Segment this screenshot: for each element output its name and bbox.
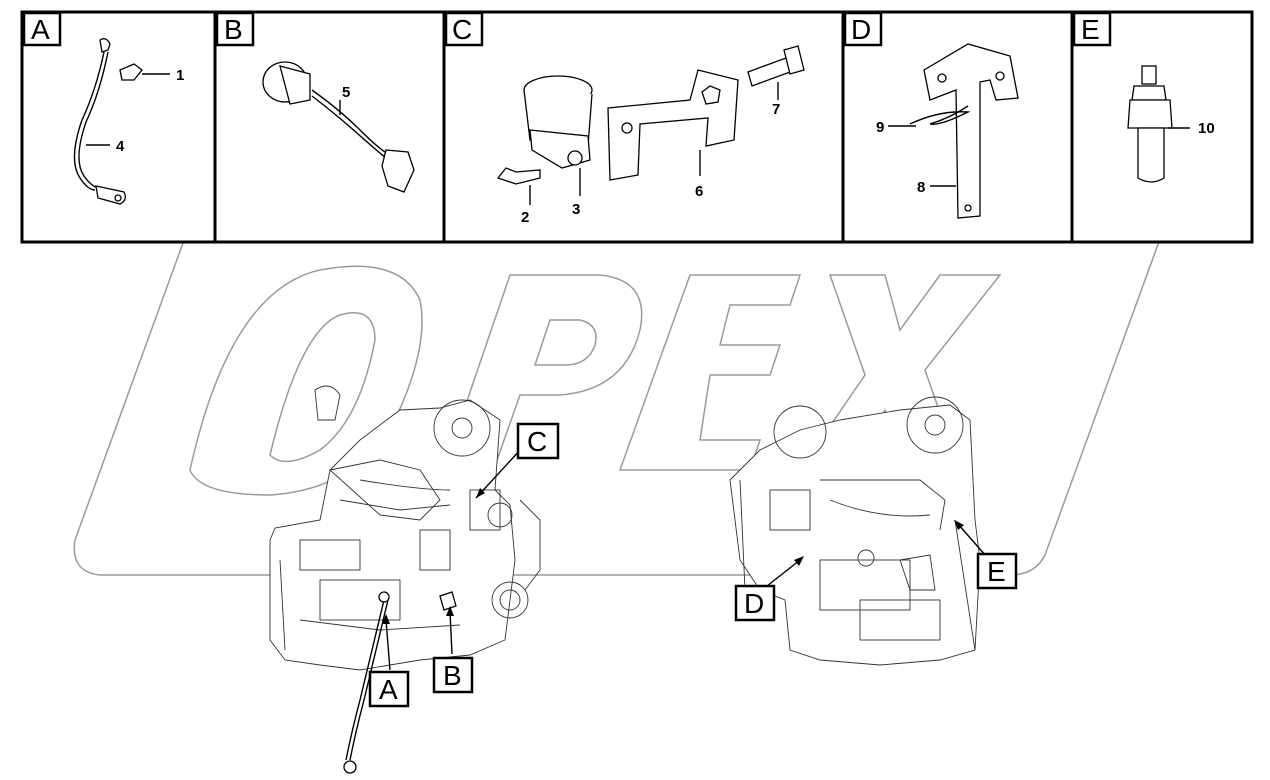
- callout-9: 9: [876, 119, 884, 136]
- callout-5: 5: [342, 84, 350, 101]
- engine-tag-e-label: E: [987, 556, 1006, 587]
- engine-tag-c-label: C: [527, 426, 547, 457]
- panel-d-label: D: [851, 14, 871, 45]
- panel-c-label: C: [452, 14, 472, 45]
- opex-watermark: [73, 194, 1167, 576]
- engine-tag-c: C: [475, 422, 560, 499]
- panel-a-label: A: [31, 14, 50, 45]
- engine-tag-b-label: B: [443, 660, 462, 691]
- panel-a: A 1 4: [22, 11, 184, 205]
- engine-tag-b: B: [432, 606, 474, 694]
- callout-4: 4: [116, 138, 125, 155]
- engine-right: [729, 396, 981, 666]
- panel-c: C 2 3 6 7: [444, 11, 805, 226]
- panel-e-label: E: [1081, 14, 1100, 45]
- engine-tag-a: A: [368, 614, 410, 708]
- callout-2: 2: [521, 209, 529, 226]
- engine-tag-d: D: [734, 556, 804, 622]
- callout-6: 6: [695, 183, 703, 200]
- engine-left: [269, 385, 541, 774]
- engine-tag-a-label: A: [379, 674, 398, 705]
- callout-8: 8: [917, 179, 925, 196]
- callout-10: 10: [1198, 120, 1215, 137]
- callout-1: 1: [176, 67, 184, 84]
- panel-e: E 10: [1072, 11, 1215, 183]
- callout-3: 3: [572, 201, 580, 218]
- panel-d: D 9 8: [843, 11, 1019, 219]
- callout-7: 7: [772, 101, 780, 118]
- engine-tag-d-label: D: [744, 588, 764, 619]
- engine-tag-e: E: [954, 520, 1018, 590]
- panel-b: B 5: [215, 11, 415, 193]
- panel-b-label: B: [224, 14, 243, 45]
